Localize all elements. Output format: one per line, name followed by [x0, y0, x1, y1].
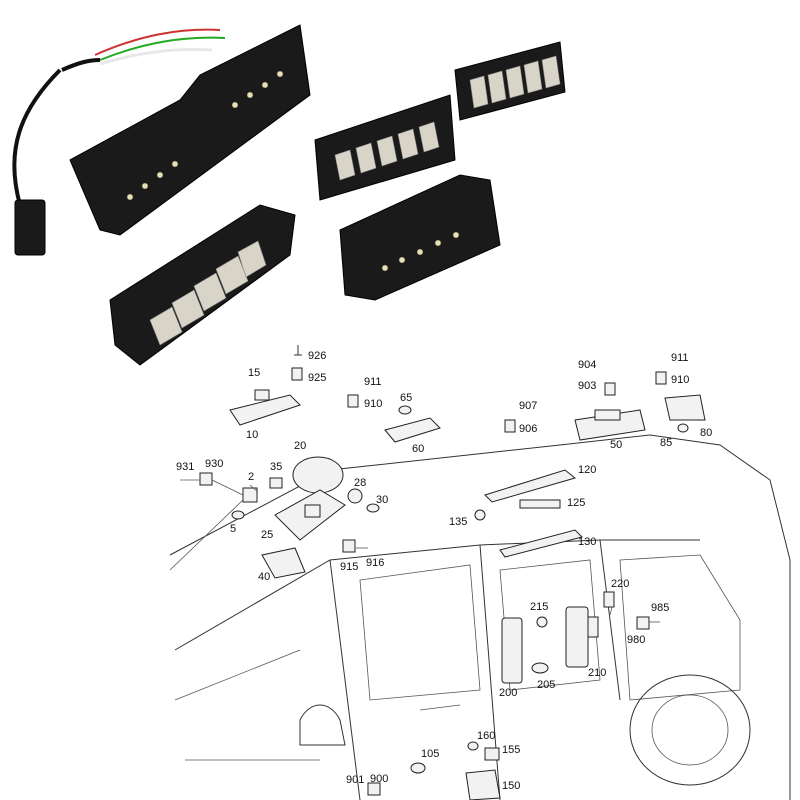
part-20 — [292, 456, 344, 494]
part-50 — [574, 409, 646, 441]
part-60 — [384, 417, 441, 443]
callout-930: 930 — [205, 458, 223, 470]
callout-901: 901 — [346, 774, 364, 786]
leader-lines — [169, 479, 660, 623]
callout-20: 20 — [294, 440, 306, 452]
part-980 — [636, 616, 650, 630]
callout-5: 5 — [230, 523, 236, 535]
callout-215: 215 — [530, 601, 548, 613]
part-925 — [291, 367, 303, 381]
part-906 — [504, 419, 516, 433]
callout-130: 130 — [578, 536, 596, 548]
part-120 — [484, 469, 577, 503]
callout-906: 906 — [519, 423, 537, 435]
part-25 — [274, 489, 346, 541]
part-65 — [398, 405, 412, 415]
part-105 — [410, 762, 426, 774]
part-125 — [519, 499, 561, 509]
callout-220: 220 — [611, 578, 629, 590]
callout-30: 30 — [376, 494, 388, 506]
callout-135: 135 — [449, 516, 467, 528]
callout-910b: 910 — [671, 374, 689, 386]
callout-65: 65 — [400, 392, 412, 404]
callout-925: 925 — [308, 372, 326, 384]
part-28 — [347, 488, 363, 504]
callout-155: 155 — [502, 744, 520, 756]
callout-903: 903 — [578, 380, 596, 392]
callout-915: 915 — [340, 561, 358, 573]
part-900 — [367, 782, 381, 796]
part-130 — [499, 529, 583, 558]
product-photo-switch-panel-large — [109, 204, 296, 366]
callout-105: 105 — [421, 748, 439, 760]
part-35 — [269, 477, 283, 489]
part-200 — [501, 617, 523, 684]
callout-916: 916 — [366, 557, 384, 569]
callout-40: 40 — [258, 571, 270, 583]
part-85 — [677, 423, 689, 433]
callout-907: 907 — [519, 400, 537, 412]
part-160 — [467, 741, 479, 751]
callout-911b: 911 — [671, 352, 689, 364]
part-150 — [465, 769, 501, 800]
part-915 — [342, 539, 356, 553]
part-215 — [536, 616, 548, 628]
product-photo-wired-connector — [12, 24, 311, 256]
callout-210: 210 — [588, 667, 606, 679]
callout-980: 980 — [627, 634, 645, 646]
part-80 — [664, 394, 706, 421]
callout-200: 200 — [499, 687, 517, 699]
part-30 — [366, 503, 380, 513]
part-910a — [347, 394, 359, 408]
callout-60: 60 — [412, 443, 424, 455]
part-930 — [199, 472, 213, 486]
callout-900: 900 — [370, 773, 388, 785]
callout-904: 904 — [578, 359, 596, 371]
vehicle-outline — [169, 434, 791, 800]
callout-labels: 15 926 925 10 911 910 65 60 907 906 904 … — [176, 350, 712, 792]
callout-926: 926 — [308, 350, 326, 362]
callout-2: 2 — [248, 471, 254, 483]
callout-120: 120 — [578, 464, 596, 476]
part-155 — [484, 747, 500, 761]
callout-80: 80 — [700, 427, 712, 439]
callout-160: 160 — [477, 730, 495, 742]
part-5 — [231, 510, 245, 520]
callout-150: 150 — [502, 780, 520, 792]
part-220 — [603, 591, 615, 608]
callout-985: 985 — [651, 602, 669, 614]
callout-205: 205 — [537, 679, 555, 691]
callout-28: 28 — [354, 477, 366, 489]
callout-10: 10 — [246, 429, 258, 441]
callout-931: 931 — [176, 461, 194, 473]
callout-910a: 910 — [364, 398, 382, 410]
part-205 — [531, 662, 549, 674]
callout-50: 50 — [610, 439, 622, 451]
part-10 — [229, 389, 301, 426]
part-903 — [604, 382, 616, 396]
callout-15: 15 — [248, 367, 260, 379]
callout-85: 85 — [660, 437, 672, 449]
callout-911a: 911 — [364, 376, 382, 388]
callout-25: 25 — [261, 529, 273, 541]
part-135 — [474, 509, 486, 521]
product-photo-switch-panel-small — [314, 41, 566, 201]
part-2 — [242, 487, 258, 503]
part-210 — [565, 606, 599, 668]
product-photo-connector-block — [339, 174, 501, 301]
callout-125: 125 — [567, 497, 585, 509]
callout-35: 35 — [270, 461, 282, 473]
part-910b — [655, 371, 667, 385]
part-40 — [261, 547, 306, 579]
part-926 — [294, 345, 302, 356]
